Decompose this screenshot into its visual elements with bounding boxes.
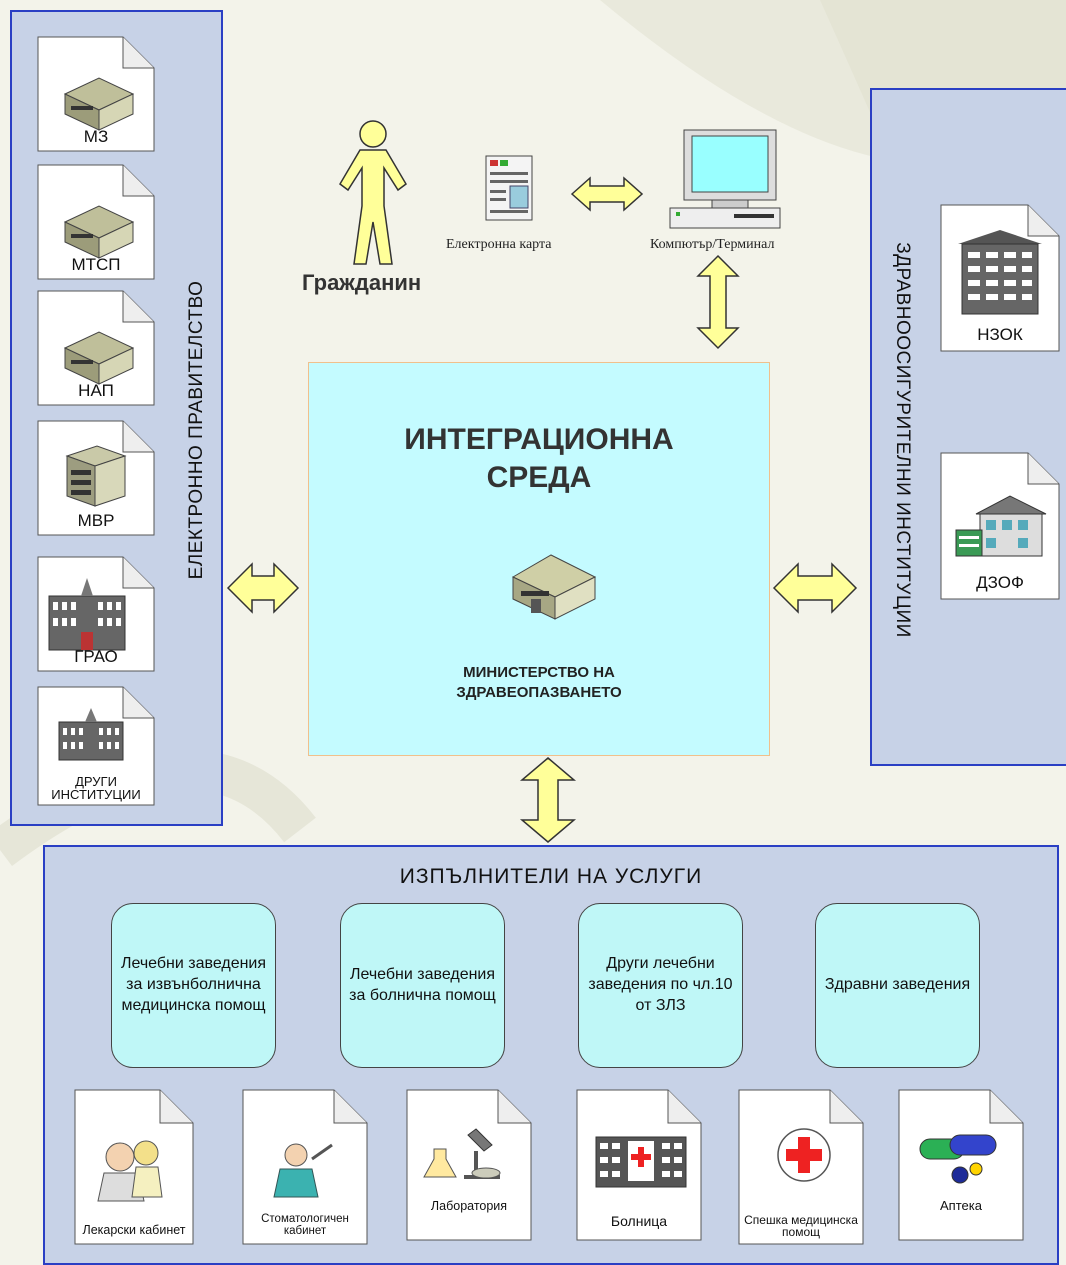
double-arrow-horizontal-icon	[570, 176, 644, 212]
ministry-label-line1: МИНИСТЕРСТВО НА	[463, 664, 615, 681]
doc-nap[interactable]: НАП	[37, 290, 155, 406]
doc-label: НЗОК	[977, 325, 1023, 345]
box-outpatient-care[interactable]: Лечебни заведения за извънболнична медиц…	[111, 903, 276, 1068]
e-card-label: Електронна карта	[446, 237, 552, 252]
doctor-icon	[74, 1089, 194, 1245]
doc-hospital[interactable]: Болница	[576, 1089, 702, 1241]
doc-label: МВР	[77, 511, 115, 531]
health-insurance-title: ЗДРАВНООСИГУРИТЕЛНИ ИНСТИТУЦИИ	[892, 242, 913, 638]
ministry-label: МИНИСТЕРСТВО НА ЗДРАВЕОПАЗВАНЕТО	[309, 663, 769, 702]
double-arrow-horizontal-icon	[772, 562, 858, 614]
doc-laboratory[interactable]: Лаборатория	[406, 1089, 532, 1241]
government-building-icon	[37, 36, 155, 152]
integration-title: ИНТЕГРАЦИОННА СРЕДА	[309, 421, 769, 496]
box-health-establishments[interactable]: Здравни заведения	[815, 903, 980, 1068]
doc-mvr[interactable]: МВР	[37, 420, 155, 536]
health-insurance-panel	[870, 88, 1066, 766]
doc-label: Спешка медицинска помощ	[744, 1212, 858, 1240]
pills-icon	[898, 1089, 1024, 1241]
government-building-icon	[37, 290, 155, 406]
parliament-building-icon	[37, 686, 155, 806]
office-building-icon	[37, 420, 155, 536]
microscope-icon	[406, 1089, 532, 1241]
ministry-building-icon	[511, 554, 597, 620]
doc-label: МЗ	[83, 127, 109, 147]
e-card-icon[interactable]	[484, 154, 534, 224]
double-arrow-vertical-icon	[696, 254, 740, 350]
e-government-title: ЕЛЕКТРОННО ПРАВИТЕЛСТВО	[186, 280, 207, 580]
dentist-icon	[242, 1089, 368, 1245]
doc-nzok[interactable]: НЗОК	[940, 204, 1060, 352]
computer-terminal-icon[interactable]	[664, 128, 784, 236]
doc-dzof[interactable]: ДЗОФ	[940, 452, 1060, 600]
person-icon	[339, 120, 407, 265]
doc-label: Лекарски кабинет	[82, 1222, 186, 1237]
double-arrow-horizontal-icon	[226, 562, 300, 614]
box-hospital-care[interactable]: Лечебни заведения за болнична помощ	[340, 903, 505, 1068]
citizen-label: Гражданин	[302, 270, 422, 295]
box-other-facilities[interactable]: Други лечебни заведения по чл.10 от ЗЛЗ	[578, 903, 743, 1068]
computer-label: Компютър/Терминал	[650, 237, 775, 252]
doc-label: Болница	[610, 1213, 668, 1230]
double-arrow-vertical-icon	[519, 757, 577, 843]
integration-title-line1: ИНТЕГРАЦИОННА	[404, 423, 674, 456]
service-providers-title: ИЗПЪЛНИТЕЛИ НА УСЛУГИ	[399, 865, 703, 888]
integration-environment-box: ИНТЕГРАЦИОННА СРЕДА МИНИСТЕРСТВО НА ЗДРА…	[308, 362, 770, 756]
house-building-icon	[940, 452, 1060, 600]
government-building-icon	[37, 164, 155, 280]
parliament-building-icon	[37, 556, 155, 672]
doc-other-institutions[interactable]: ДРУГИ ИНСТИТУЦИИ	[37, 686, 155, 806]
doc-mz[interactable]: МЗ	[37, 36, 155, 152]
office-tower-icon	[940, 204, 1060, 352]
doc-label: ГРАО	[74, 647, 118, 667]
doc-label: Лаборатория	[430, 1198, 508, 1213]
red-cross-icon	[738, 1089, 864, 1245]
doc-mtsp[interactable]: МТСП	[37, 164, 155, 280]
doc-doctors-office[interactable]: Лекарски кабинет	[74, 1089, 194, 1245]
doc-pharmacy[interactable]: Аптека	[898, 1089, 1024, 1241]
doc-label: Аптека	[940, 1198, 982, 1214]
doc-dentist-office[interactable]: Стоматологичен кабинет	[242, 1089, 368, 1245]
doc-label: МТСП	[71, 255, 121, 275]
doc-label: ДРУГИ ИНСТИТУЦИИ	[51, 773, 141, 803]
integration-title-line2: СРЕДА	[486, 460, 592, 494]
hospital-icon	[576, 1089, 702, 1241]
ministry-label-line2: ЗДРАВЕОПАЗВАНЕТО	[456, 683, 622, 701]
doc-emergency-care[interactable]: Спешка медицинска помощ	[738, 1089, 864, 1245]
doc-grao[interactable]: ГРАО	[37, 556, 155, 672]
doc-label: Стоматологичен кабинет	[261, 1212, 349, 1237]
doc-label: ДЗОФ	[976, 573, 1024, 593]
doc-label: НАП	[78, 381, 114, 401]
